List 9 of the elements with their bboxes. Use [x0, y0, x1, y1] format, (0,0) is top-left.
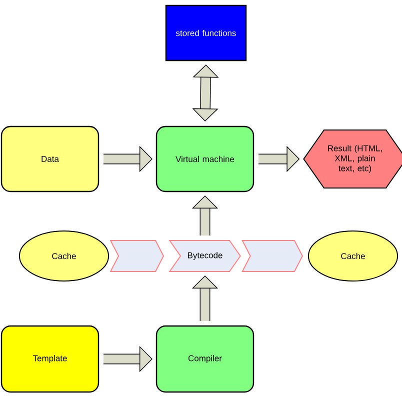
chevron-arrow: [110, 240, 164, 272]
process-box: Virtual machine: [156, 126, 254, 192]
process-box: Data: [0, 126, 100, 192]
process-box: stored functions: [165, 4, 247, 62]
process-box: Compiler: [156, 325, 254, 393]
hexagon-box: Result (HTML, XML, plain text, etc): [303, 130, 402, 188]
chevron: Bytecode: [168, 240, 241, 272]
chevron-arrow: [242, 240, 304, 272]
process-box: Template: [0, 325, 100, 393]
